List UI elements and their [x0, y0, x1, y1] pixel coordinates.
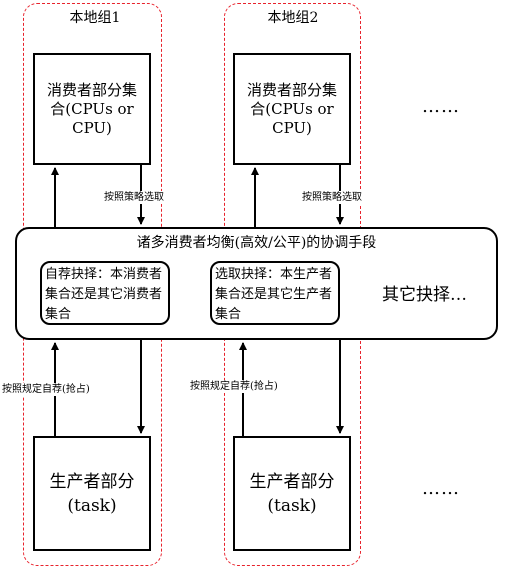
coordination-title: 诸多消费者均衡(高效/公平)的协调手段 — [136, 235, 377, 251]
select-choice-box: 选取抉择：本生产者集合还是其它生产者集合 — [210, 261, 340, 325]
label-recommend-by-rule-2: 按照规定自荐(抢占) — [190, 380, 278, 393]
other-choice-text: 其它抉择… — [382, 285, 467, 305]
consumer-box-line2: 合(CPUs or — [50, 99, 134, 118]
label-select-by-strategy-1: 按照策略选取 — [104, 191, 164, 204]
ellipsis-bottom: …… — [422, 478, 460, 499]
self-recommend-choice-box: 自荐抉择：本消费者集合还是其它消费者集合 — [40, 261, 170, 325]
self-recommend-choice-text: 自荐抉择：本消费者集合还是其它消费者集合 — [45, 267, 163, 322]
producer-box-1: 生产者部分 (task) — [33, 436, 151, 551]
consumer-box-line3: CPU) — [272, 118, 312, 137]
label-recommend-by-rule-1: 按照规定自荐(抢占) — [2, 383, 90, 396]
producer-box-line2: (task) — [267, 495, 317, 516]
consumer-box-line2: 合(CPUs or — [250, 99, 334, 118]
producer-box-line2: (task) — [67, 495, 117, 516]
group-2-title: 本地组2 — [267, 10, 319, 26]
producer-box-line1: 生产者部分 — [249, 471, 335, 492]
consumer-box-line1: 消费者部分集 — [46, 80, 137, 99]
group-1-title: 本地组1 — [69, 10, 121, 26]
ellipsis-top: …… — [422, 96, 460, 117]
producer-box-2: 生产者部分 (task) — [233, 436, 351, 551]
label-select-by-strategy-2: 按照策略选取 — [302, 191, 362, 204]
consumer-set-box-1: 消费者部分集 合(CPUs or CPU) — [33, 53, 151, 165]
producer-box-line1: 生产者部分 — [49, 471, 135, 492]
consumer-box-line3: CPU) — [72, 118, 112, 137]
consumer-set-box-2: 消费者部分集 合(CPUs or CPU) — [233, 53, 351, 165]
coordination-box — [15, 227, 498, 340]
consumer-box-line1: 消费者部分集 — [246, 80, 337, 99]
select-choice-text: 选取抉择：本生产者集合还是其它生产者集合 — [215, 267, 333, 322]
